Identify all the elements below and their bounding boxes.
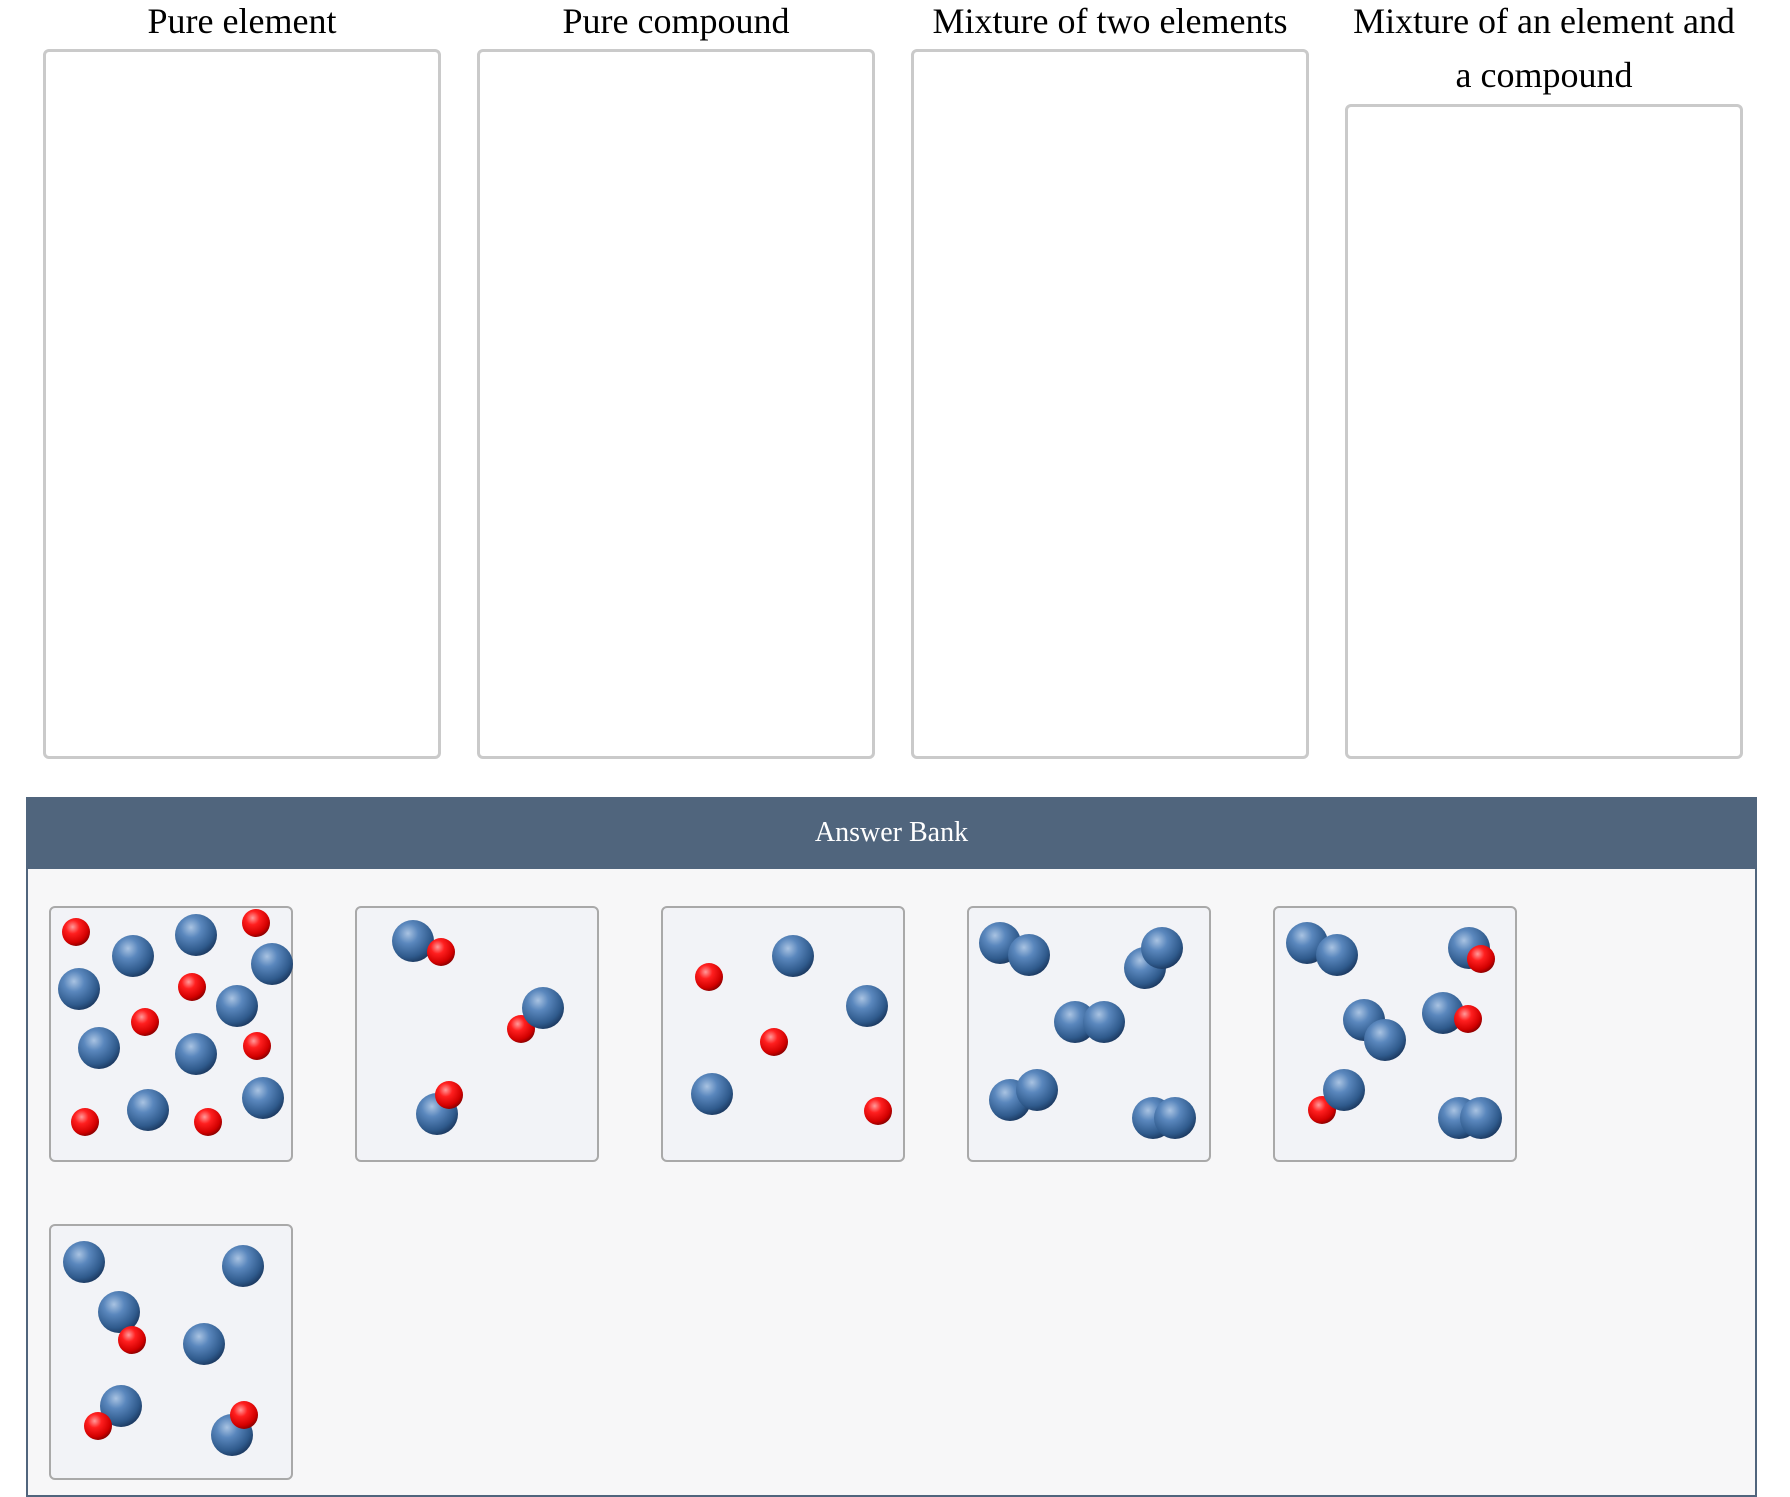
bin-title-pure-compound: Pure compound — [562, 1, 790, 41]
red-atom — [194, 1108, 222, 1136]
red-atom — [864, 1097, 892, 1125]
particle-diagram — [58, 909, 293, 1136]
bin-pure-compound[interactable] — [477, 49, 875, 759]
red-atom — [242, 909, 270, 937]
red-atom — [62, 918, 90, 946]
blue-atom — [242, 1077, 284, 1119]
blue-atom — [1016, 1069, 1058, 1111]
blue-atom — [100, 1385, 142, 1427]
red-atom — [178, 973, 206, 1001]
blue-atom — [1316, 934, 1358, 976]
blue-atom — [1008, 934, 1050, 976]
red-atom — [435, 1081, 463, 1109]
red-atom — [243, 1032, 271, 1060]
blue-atom — [392, 920, 434, 962]
answer-bank-header: Answer Bank — [26, 797, 1757, 869]
blue-atom — [251, 943, 293, 985]
red-atom — [131, 1008, 159, 1036]
red-atom — [427, 938, 455, 966]
blue-atom — [112, 935, 154, 977]
particle-diagram — [979, 922, 1196, 1139]
blue-atom — [1054, 1001, 1096, 1043]
bin-mixture-two-elements[interactable] — [911, 49, 1309, 759]
blue-atom — [1083, 1001, 1125, 1043]
particle-diagram — [392, 920, 564, 1135]
bin-title-mixture-two-elements: Mixture of two elements — [932, 1, 1288, 41]
particle-diagram — [1286, 922, 1502, 1139]
bin-pure-element[interactable] — [43, 49, 441, 759]
blue-atom — [175, 1033, 217, 1075]
red-atom — [1454, 1005, 1482, 1033]
bin-title-pure-element: Pure element — [147, 1, 337, 41]
blue-atom — [222, 1245, 264, 1287]
blue-atom — [78, 1027, 120, 1069]
red-atom — [84, 1412, 112, 1440]
particle-diagram — [63, 1241, 264, 1456]
blue-atom — [98, 1291, 140, 1333]
blue-atom — [1323, 1069, 1365, 1111]
blue-atom — [175, 914, 217, 956]
blue-atom — [846, 985, 888, 1027]
blue-atom — [522, 987, 564, 1029]
red-atom — [695, 963, 723, 991]
particle-diagram — [691, 935, 892, 1125]
bin-mixture-element-compound[interactable] — [1345, 104, 1743, 759]
answer-card-5[interactable] — [1273, 906, 1517, 1162]
bin-title-mixture-element-compound: Mixture of an element and a compound — [1353, 1, 1735, 95]
red-atom — [118, 1326, 146, 1354]
blue-atom — [127, 1089, 169, 1131]
answer-card-4[interactable] — [967, 906, 1211, 1162]
blue-atom — [772, 935, 814, 977]
red-atom — [230, 1401, 258, 1429]
answer-card-1[interactable] — [49, 906, 293, 1162]
blue-atom — [691, 1073, 733, 1115]
blue-atom — [183, 1323, 225, 1365]
red-atom — [71, 1108, 99, 1136]
answer-card-3[interactable] — [661, 906, 905, 1162]
blue-atom — [58, 968, 100, 1010]
blue-atom — [1460, 1097, 1502, 1139]
red-atom — [1467, 945, 1495, 973]
blue-atom — [1364, 1019, 1406, 1061]
blue-atom — [63, 1241, 105, 1283]
blue-atom — [1141, 927, 1183, 969]
blue-atom — [1422, 992, 1464, 1034]
answer-card-6[interactable] — [49, 1224, 293, 1480]
red-atom — [760, 1028, 788, 1056]
blue-atom — [216, 985, 258, 1027]
answer-card-2[interactable] — [355, 906, 599, 1162]
blue-atom — [1154, 1097, 1196, 1139]
